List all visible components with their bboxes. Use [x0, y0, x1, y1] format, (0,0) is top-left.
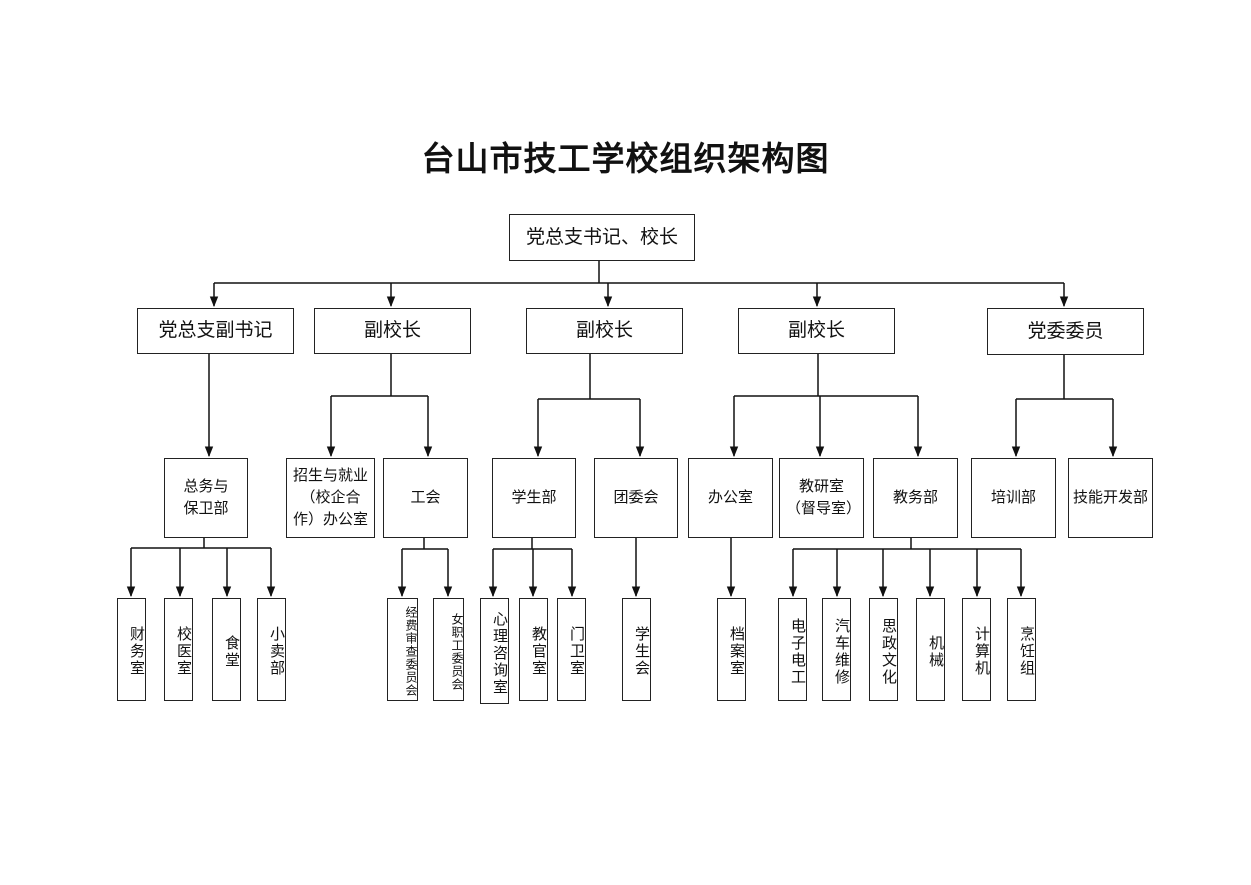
node-instructor-room: 教官室 [519, 598, 548, 701]
node-youth-league: 团委会 [594, 458, 678, 538]
node-labor-union: 工会 [383, 458, 468, 538]
node-women-workers-committee: 女职工委员会 [433, 598, 464, 701]
node-academic-affairs: 教务部 [873, 458, 958, 538]
node-deputy-party-secretary: 党总支副书记 [137, 308, 294, 354]
chart-title: 台山市技工学校组织架构图 [421, 139, 830, 178]
node-vice-principal-1: 副校长 [314, 308, 471, 354]
node-general-affairs-security: 总务与保卫部 [164, 458, 248, 538]
node-audit-committee: 经费审查委员会 [387, 598, 418, 701]
node-mechanical: 机械 [916, 598, 945, 701]
node-shop: 小卖部 [257, 598, 286, 701]
node-vice-principal-3: 副校长 [738, 308, 895, 354]
node-student-union: 学生会 [622, 598, 651, 701]
node-archives-room: 档案室 [717, 598, 746, 701]
node-computer: 计算机 [962, 598, 991, 701]
node-student-dept: 学生部 [492, 458, 576, 538]
node-guard-room: 门卫室 [557, 598, 586, 701]
node-finance-room: 财务室 [117, 598, 146, 701]
node-vice-principal-2: 副校长 [526, 308, 683, 354]
node-cooking: 烹饪组 [1007, 598, 1036, 701]
node-electronics: 电子电工 [778, 598, 807, 701]
node-canteen: 食堂 [212, 598, 241, 701]
node-ideology-culture: 思政文化 [869, 598, 898, 701]
root-node: 党总支书记、校长 [509, 214, 695, 261]
node-enrollment-office: 招生与就业（校企合作）办公室 [286, 458, 375, 538]
node-party-committee-member: 党委委员 [987, 308, 1144, 355]
node-skills-development: 技能开发部 [1068, 458, 1153, 538]
node-clinic: 校医室 [164, 598, 193, 701]
node-counseling-room: 心理咨询室 [480, 598, 509, 704]
node-teaching-research: 教研室（督导室） [779, 458, 864, 538]
node-training-dept: 培训部 [971, 458, 1056, 538]
node-admin-office: 办公室 [688, 458, 773, 538]
node-auto-repair: 汽车维修 [822, 598, 851, 701]
